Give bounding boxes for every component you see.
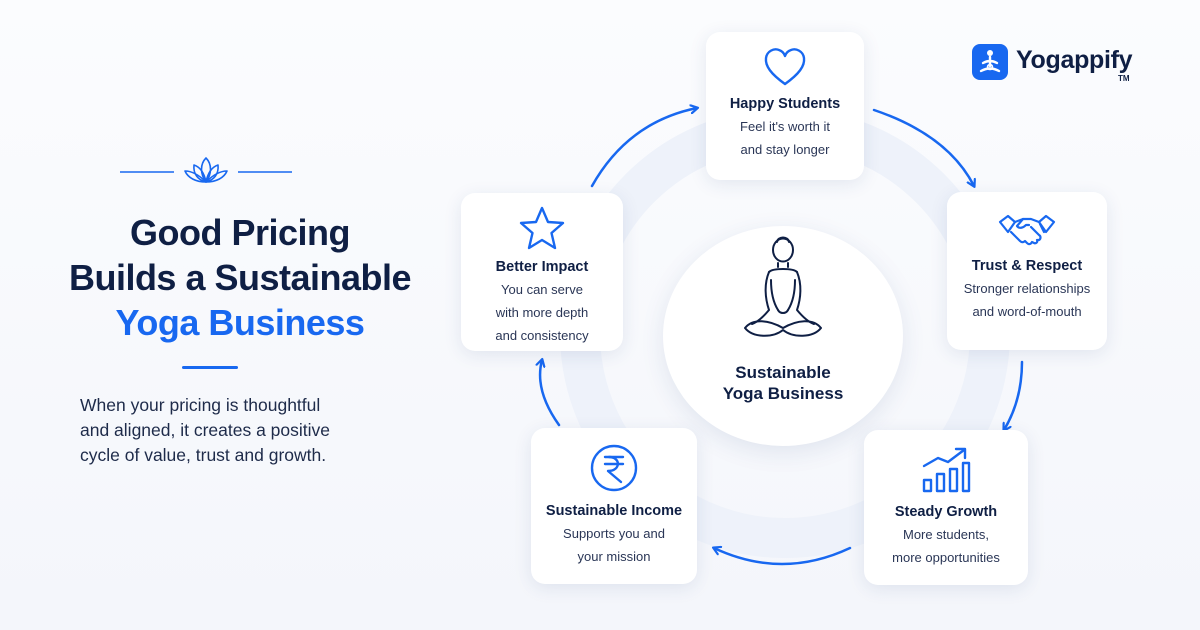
card-desc-line-2: your mission xyxy=(577,549,651,564)
title-line-1: Good Pricing xyxy=(129,212,351,253)
lotus-ornament xyxy=(120,157,292,183)
cycle-card-trust-respect: Trust & Respect Stronger relationships a… xyxy=(947,192,1107,350)
card-title: Better Impact xyxy=(495,259,589,275)
rupee-icon xyxy=(590,444,638,492)
center-label: Sustainable Yoga Business xyxy=(663,362,903,404)
lead-line-1: When your pricing is thoughtful xyxy=(80,395,321,415)
card-desc-line-2: and stay longer xyxy=(740,142,830,157)
card-desc-line-2: more opportunities xyxy=(892,550,1000,565)
arrow-trust-to-growth xyxy=(1004,360,1024,430)
card-desc-line-1: More students, xyxy=(903,527,989,542)
growth-chart-icon xyxy=(922,447,971,493)
star-icon xyxy=(519,206,565,250)
title-line-accent: Yoga Business xyxy=(115,302,365,343)
arrow-growth-to-income xyxy=(714,548,852,566)
card-desc-line-3: and consistency xyxy=(495,328,589,343)
card-desc-line-1: Feel it's worth it xyxy=(740,119,830,134)
card-desc-line-1: Stronger relationships xyxy=(963,281,1091,296)
lead-paragraph: When your pricing is thoughtful and alig… xyxy=(80,393,380,468)
lead-line-2: and aligned, it creates a positive xyxy=(80,420,331,440)
cycle-card-happy-students: Happy Students Feel it's worth it and st… xyxy=(706,32,864,180)
meditating-person-icon xyxy=(744,236,822,337)
center-node: Sustainable Yoga Business xyxy=(663,226,903,446)
center-label-line-2: Yoga Business xyxy=(722,384,844,403)
title-divider xyxy=(182,366,238,369)
logo-name: Yogappify xyxy=(1016,46,1133,74)
lotus-icon xyxy=(184,157,228,183)
card-title: Steady Growth xyxy=(894,504,998,520)
title-line-2: Builds a Sustainable xyxy=(68,257,412,298)
card-desc-line-1: Supports you and xyxy=(563,526,665,541)
heart-icon xyxy=(764,48,806,86)
brand-logo: Yogappify TM xyxy=(970,42,1170,86)
page-title: Good Pricing Builds a Sustainable Yoga B… xyxy=(40,210,440,345)
card-desc-line-1: You can serve xyxy=(501,282,583,297)
card-desc-line-2: with more depth xyxy=(495,305,589,320)
cycle-card-steady-growth: Steady Growth More students, more opport… xyxy=(864,430,1028,585)
arrow-income-to-impact xyxy=(540,360,561,427)
logo-trademark: TM xyxy=(1118,74,1130,83)
center-label-line-1: Sustainable xyxy=(735,363,831,382)
lead-line-3: cycle of value, trust and growth. xyxy=(80,445,327,465)
logo-yogi-icon xyxy=(979,50,1001,73)
handshake-icon xyxy=(998,214,1056,246)
card-title: Trust & Respect xyxy=(971,258,1083,274)
logo-badge xyxy=(972,44,1008,80)
card-title: Sustainable Income xyxy=(545,503,683,519)
arrow-happy-to-trust xyxy=(872,108,974,186)
arrow-impact-to-happy xyxy=(590,108,697,188)
card-desc-line-2: and word-of-mouth xyxy=(972,304,1082,319)
card-title: Happy Students xyxy=(729,96,841,112)
cycle-card-better-impact: Better Impact You can serve with more de… xyxy=(461,193,623,351)
cycle-card-sustainable-income: Sustainable Income Supports you and your… xyxy=(531,428,697,584)
